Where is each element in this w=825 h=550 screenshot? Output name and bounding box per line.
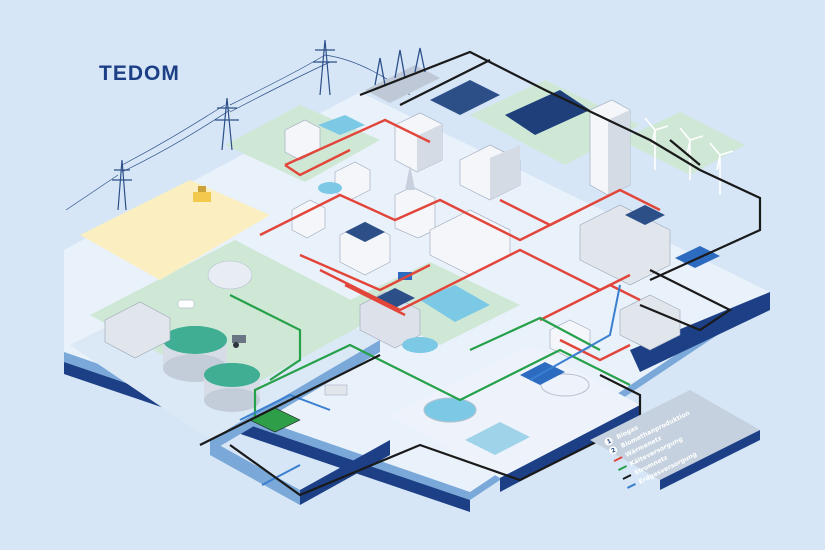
- legend-number-badge: [609, 446, 618, 455]
- legend-number: 1: [606, 438, 613, 446]
- power-pylon-icon: [215, 97, 239, 151]
- office-tower-icon: [589, 99, 631, 196]
- bus-icon: [398, 272, 412, 280]
- power-grid-lines: [199, 50, 762, 497]
- swimming-pool: [318, 115, 490, 353]
- factory-icon: [619, 294, 681, 351]
- truck-icon: [324, 384, 348, 396]
- tedom-logo: TEDOM: [99, 62, 180, 85]
- wind-turbine-icon: [644, 117, 669, 170]
- wind-turbine-icon: [679, 127, 704, 180]
- biogas-tank-icon: [163, 326, 227, 382]
- water-treatment-icon: [423, 373, 590, 455]
- office-building-icon: [394, 112, 443, 173]
- gas-holder-icon: [207, 260, 253, 290]
- gas-network-lines: [239, 284, 621, 486]
- legend-line-swatch: [618, 465, 627, 471]
- factory-icon: [579, 204, 671, 286]
- wheat-field: [80, 180, 270, 280]
- substation-icon: [365, 47, 440, 103]
- legend-line-swatch: [626, 483, 636, 489]
- legend-line-swatch: [613, 456, 623, 463]
- barn-icon: [104, 301, 171, 359]
- house-icon: [339, 221, 391, 276]
- wind-turbine-icon: [709, 142, 734, 195]
- tractor-icon: [232, 335, 246, 348]
- power-pylon-icon: [313, 39, 337, 96]
- biogas-tank-icon: [204, 363, 260, 412]
- power-pylon-icon: [112, 159, 132, 211]
- church-icon: [394, 165, 436, 239]
- legend-number: 2: [610, 447, 617, 455]
- combine-harvester-icon: [193, 186, 211, 202]
- house-icon: [291, 199, 326, 239]
- cow-icon: [177, 299, 195, 309]
- legend-number-badge: [604, 437, 613, 446]
- legend-line-swatch: [622, 474, 632, 480]
- power-lines: [65, 54, 411, 211]
- town-hall-icon: [459, 144, 521, 201]
- heat-network-lines: [259, 118, 661, 362]
